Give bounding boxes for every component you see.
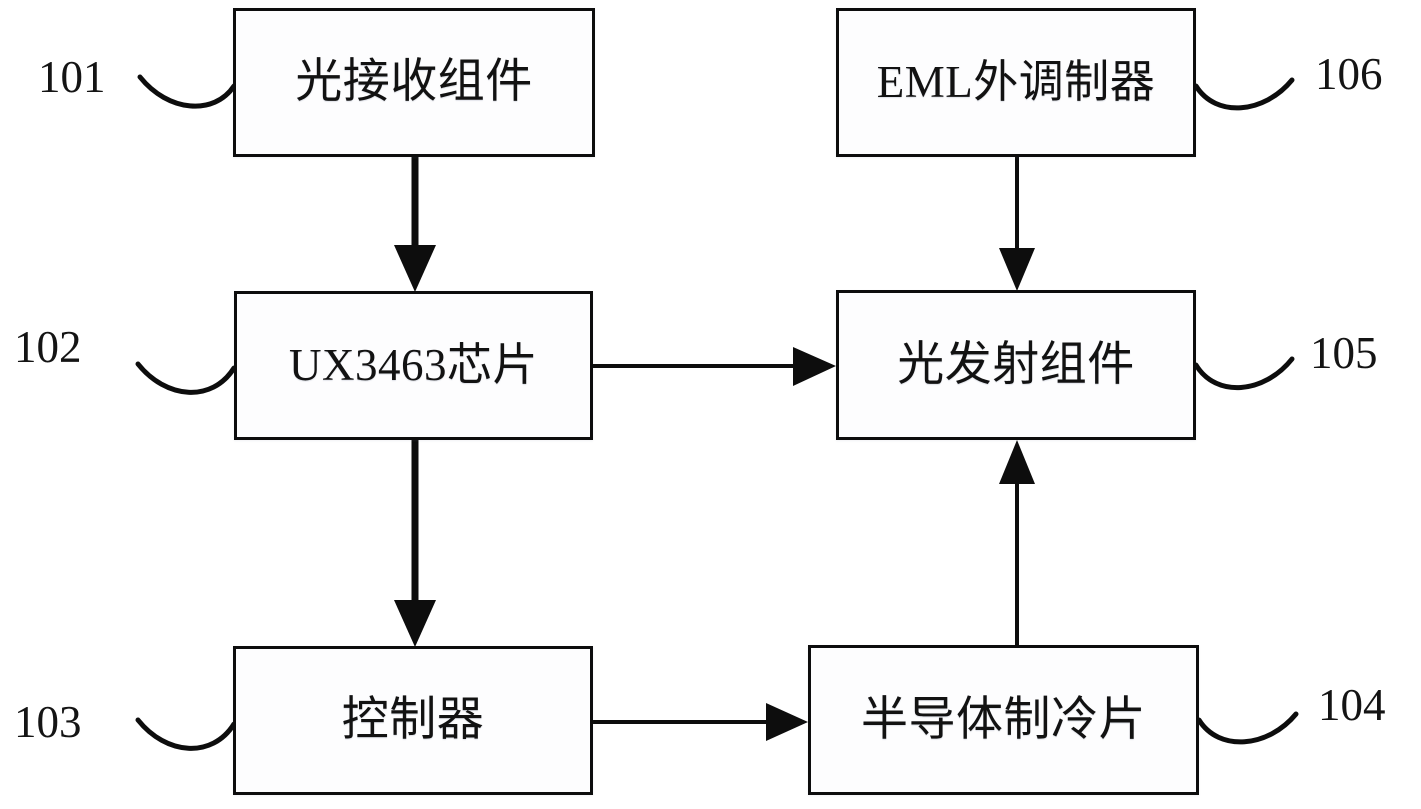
connector-103-to-104 xyxy=(593,703,808,741)
node-box-103[interactable]: 控制器 xyxy=(233,646,593,795)
ref-number-102: 102 xyxy=(14,322,82,372)
ref-number-105: 105 xyxy=(1310,328,1378,378)
ref-number-103: 103 xyxy=(14,697,82,747)
leader-line-103 xyxy=(135,717,237,751)
connector-106-to-105 xyxy=(999,157,1035,291)
leader-line-101 xyxy=(137,74,237,109)
ref-number-106: 106 xyxy=(1315,49,1383,99)
node-box-105[interactable]: 光发射组件 xyxy=(836,290,1196,440)
leader-line-104 xyxy=(1196,711,1299,745)
ref-number-101: 101 xyxy=(38,52,106,102)
node-label-105: 光发射组件 xyxy=(897,338,1135,391)
node-box-106[interactable]: EML外调制器 xyxy=(836,8,1196,157)
connector-102-to-105 xyxy=(593,347,836,386)
leader-line-106 xyxy=(1193,77,1295,111)
node-label-102: UX3463芯片 xyxy=(289,340,538,390)
node-label-104: 半导体制冷片 xyxy=(861,693,1146,746)
ref-number-104: 104 xyxy=(1318,680,1386,730)
node-box-104[interactable]: 半导体制冷片 xyxy=(808,645,1199,795)
connector-102-to-103 xyxy=(394,440,436,647)
leader-line-105 xyxy=(1193,356,1295,390)
leader-line-102 xyxy=(135,361,237,395)
node-box-101[interactable]: 光接收组件 xyxy=(233,8,595,157)
connector-104-to-105 xyxy=(999,440,1035,645)
connector-101-to-102 xyxy=(394,157,436,292)
node-box-102[interactable]: UX3463芯片 xyxy=(234,291,593,440)
node-label-106: EML外调制器 xyxy=(876,57,1156,107)
node-label-101: 光接收组件 xyxy=(295,56,533,108)
node-label-103: 控制器 xyxy=(341,694,485,746)
